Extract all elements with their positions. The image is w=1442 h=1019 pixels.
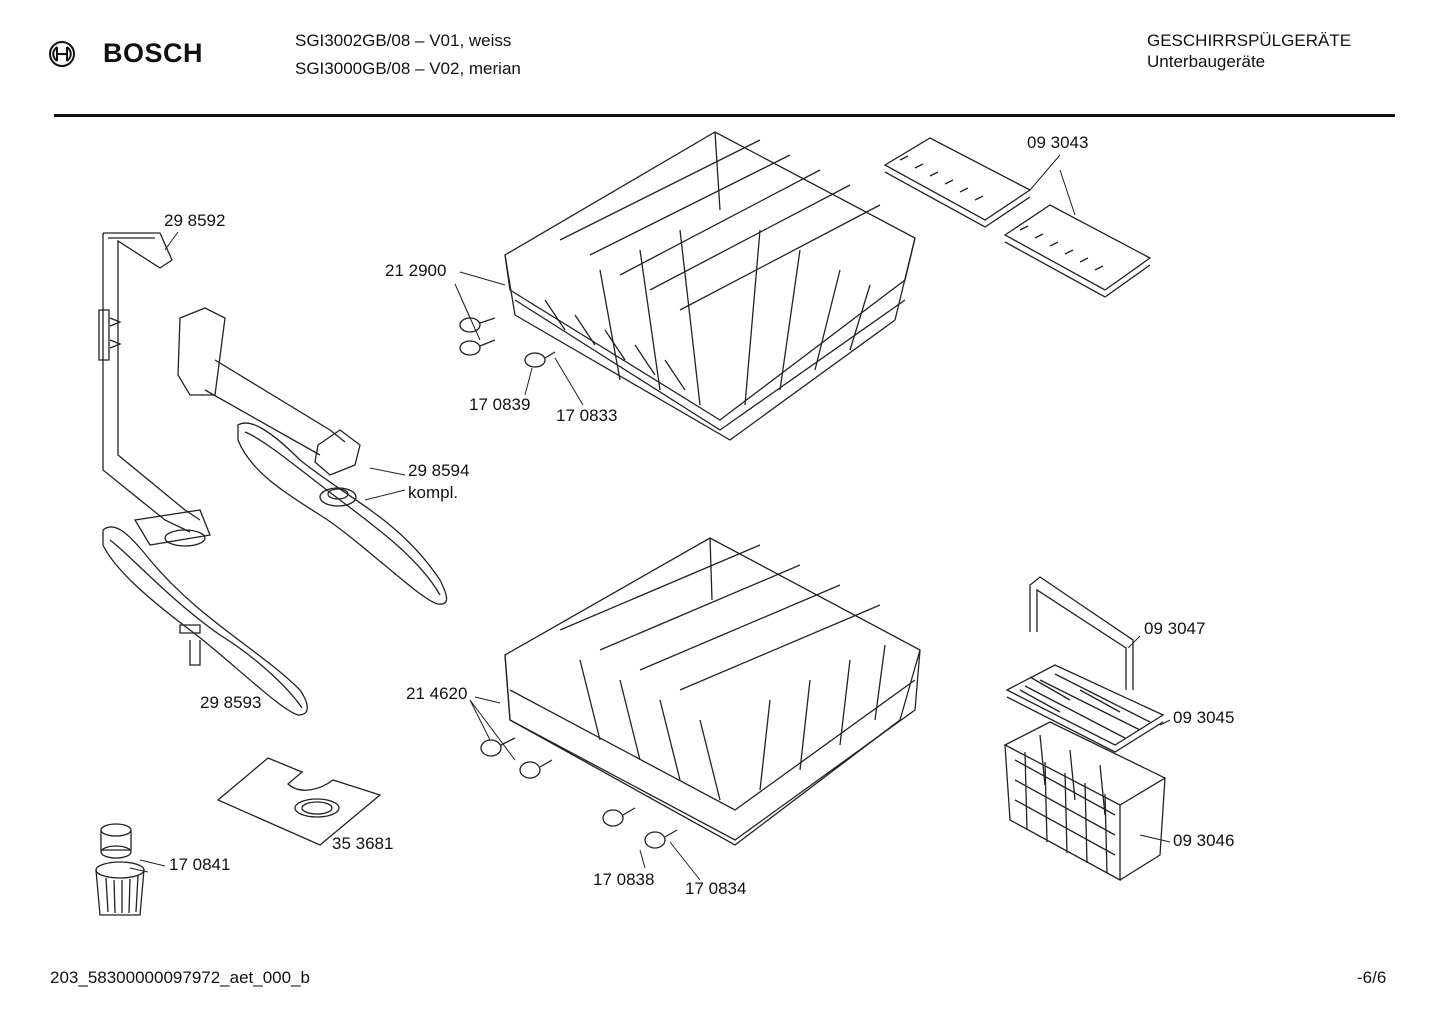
upper-basket [460,132,915,440]
label-298593: 29 8593 [200,693,262,712]
label-214620: 21 4620 [406,684,468,703]
glass-rack-inserts [885,138,1150,297]
label-093047: 09 3047 [1144,619,1206,638]
floor-plate [218,758,380,845]
label-298594-kompl: kompl. [408,483,459,502]
label-170841: 17 0841 [169,855,231,874]
label-212900: 21 2900 [385,261,447,280]
category-title: GESCHIRRSPÜLGERÄTE [1147,31,1352,50]
page-number: -6/6 [1357,968,1387,987]
label-353681: 35 3681 [332,834,394,853]
upper-spray-arm [178,308,447,604]
label-298594: 29 8594 [408,461,470,480]
label-170833: 17 0833 [556,406,618,425]
model-line-2: SGI3000GB/08 – V02, merian [295,59,521,78]
lower-basket [481,538,920,848]
label-170839: 17 0839 [469,395,531,414]
cutlery-basket-handle [1030,577,1133,690]
header-divider [54,114,1395,117]
model-line-1: SGI3002GB/08 – V01, weiss [295,31,512,50]
cutlery-basket-lid [1007,665,1163,752]
leader-lines [130,155,1170,880]
label-093045: 09 3045 [1173,708,1235,727]
label-170834: 17 0834 [685,879,747,898]
lower-spray-arm [103,527,307,715]
spray-supply-pipe [99,233,210,546]
label-093043: 09 3043 [1027,133,1089,152]
cutlery-basket [1005,722,1165,880]
filter-set [96,824,144,915]
label-298592: 29 8592 [164,211,226,230]
category-subtitle: Unterbaugeräte [1147,52,1266,71]
label-093046: 09 3046 [1173,831,1235,850]
brand-name: BOSCH [103,38,204,68]
bosch-logo-icon [49,41,75,67]
label-170838: 17 0838 [593,870,655,889]
document-id: 203_58300000097972_aet_000_b [50,968,310,987]
